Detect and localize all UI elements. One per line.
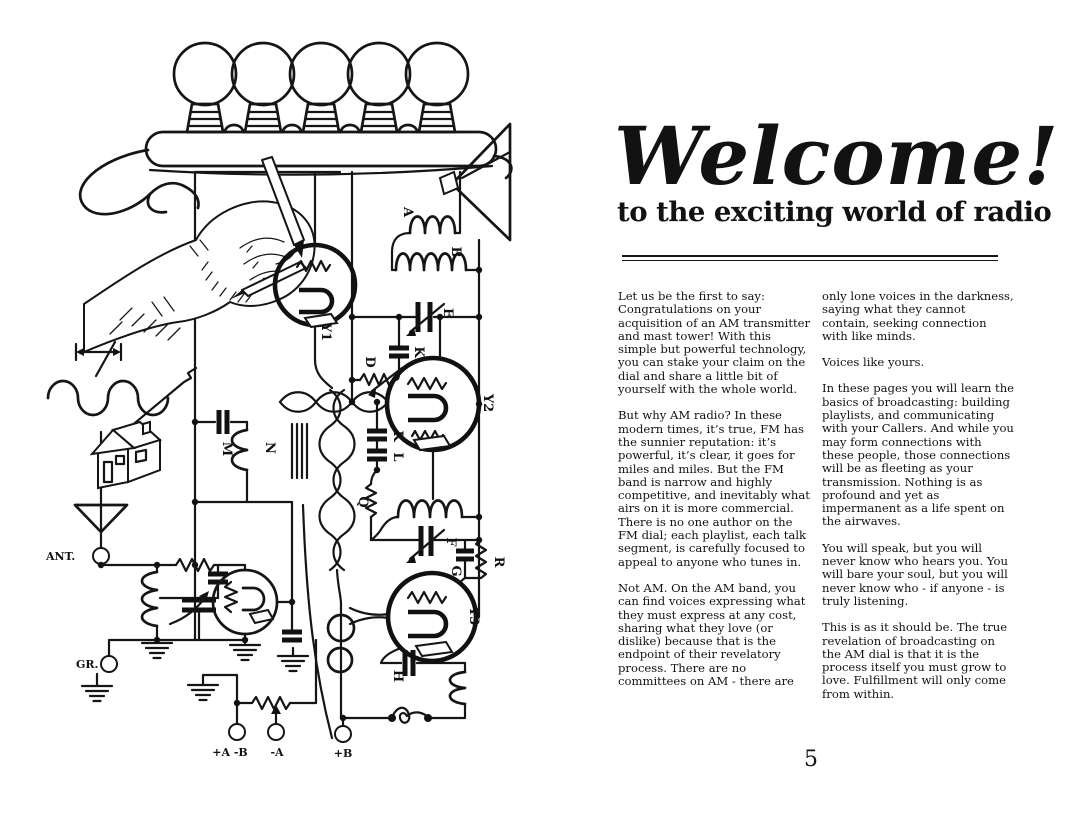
tube-y2: Y2 xyxy=(384,355,495,453)
component-label: F xyxy=(443,537,458,547)
paragraph: Voices like yours. xyxy=(822,355,925,370)
twisted-wire-braid xyxy=(278,388,390,720)
terminals: ANT. GR. +A -B -A +B xyxy=(45,550,352,760)
component-label: N xyxy=(262,442,277,454)
terminal-label-minus-a: -A xyxy=(270,746,284,759)
page-subtitle: to the exciting world of radio xyxy=(617,196,1052,228)
light-bulb xyxy=(172,41,238,134)
paragraph: But why AM radio? In these modern times,… xyxy=(618,408,810,569)
terminal-label-gr: GR. xyxy=(76,658,98,671)
component-label: K xyxy=(411,346,426,358)
page-title: Welcome! xyxy=(614,109,1060,203)
component-label: R xyxy=(491,557,506,568)
paragraph: This is as it should be. The true revela… xyxy=(822,620,1008,701)
tube-label: Y1 xyxy=(318,322,333,341)
light-bulb-board xyxy=(78,41,513,216)
page-number: 5 xyxy=(804,747,818,772)
component-label: B xyxy=(448,247,463,258)
hand-illustration xyxy=(83,156,316,353)
paragraph: only lone voices in the darkness, saying… xyxy=(822,289,1014,343)
paragraph: You will speak, but you will never know … xyxy=(822,540,1008,608)
tube-detector xyxy=(211,568,279,636)
double-rule-divider xyxy=(622,255,998,261)
tube-y3: Y3 xyxy=(385,570,481,664)
paragraph: In these pages you will learn the basics… xyxy=(822,381,1015,529)
tube-label: Y2 xyxy=(480,393,495,412)
ground-symbols xyxy=(80,641,310,703)
text-column-right: only lone voices in the darkness, saying… xyxy=(822,289,1015,714)
component-label: H xyxy=(390,670,405,682)
light-bulb xyxy=(288,41,354,134)
house-illustration xyxy=(89,420,162,507)
component-label: L xyxy=(390,452,405,461)
circuit-components: A B E K D M N K L Q F G xyxy=(140,206,506,724)
component-label: E xyxy=(440,308,455,318)
light-bulb xyxy=(346,41,412,134)
terminal-label-plus-b: +B xyxy=(334,747,353,760)
light-bulb xyxy=(230,41,296,134)
tube-label: Y3 xyxy=(466,606,481,625)
terminal-label-a-b: +A -B xyxy=(212,746,247,759)
light-bulb xyxy=(404,41,470,134)
junction-dots xyxy=(97,266,483,722)
component-label: G xyxy=(448,565,463,576)
radio-schematic-illustration: A B E K D M N K L Q F G xyxy=(45,41,513,760)
text-column-left: Let us be the first to say: Congratulati… xyxy=(618,289,811,701)
component-label: A xyxy=(400,206,415,218)
component-label: Q xyxy=(355,496,370,507)
component-label: M xyxy=(219,442,234,456)
terminal-label-ant: ANT. xyxy=(45,550,75,563)
component-label: D xyxy=(362,356,377,367)
radio-wave-sketch xyxy=(46,340,198,444)
paragraph: Not AM. On the AM band, you can find voi… xyxy=(618,580,806,689)
tube-y1: Y1 xyxy=(272,242,358,390)
paragraph: Let us be the first to say: Congratulati… xyxy=(618,289,811,397)
horn-speaker xyxy=(438,122,512,242)
antenna-symbol xyxy=(73,503,129,567)
